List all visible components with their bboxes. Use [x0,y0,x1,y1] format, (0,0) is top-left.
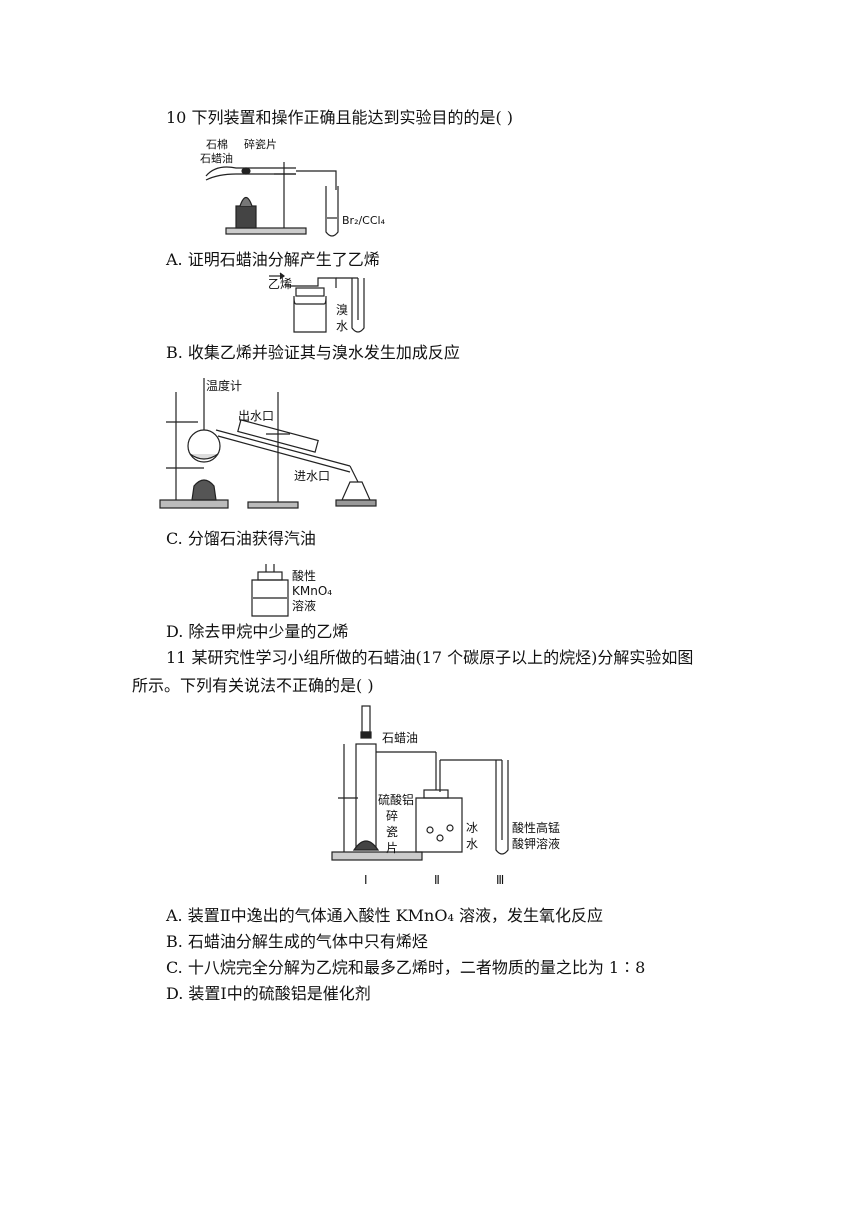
fig-d-label-2: KMnO₄ [292,584,332,598]
fig11-porcelain-label-2: 瓷 [386,825,398,839]
fig11-kmno4-label-2: 酸钾溶液 [512,836,560,851]
figure-a-cracking-apparatus: 石棉 石蜡油 碎瓷片 Br₂/CCl₄ [200,137,386,237]
q10-stem: 10 下列装置和操作正确且能达到实验目的的是( ) [166,108,514,127]
fig-a-paraffin-label: 石蜡油 [200,151,233,165]
fig11-paraffin-label: 石蜡油 [382,731,418,745]
fig11-porcelain-label-1: 碎 [386,808,398,823]
q11-stem-line2: 所示。下列有关说法不正确的是( ) [132,676,374,695]
fig-c-water-in-label: 进水口 [294,469,330,483]
fig-a-reagent-label: Br₂/CCl₄ [342,214,386,227]
fig11-apparatus-label-1: Ⅰ [364,873,368,887]
q10-option-c: C. 分馏石油获得汽油 [166,529,316,548]
q10-option-d: D. 除去甲烷中少量的乙烯 [166,622,349,641]
q11-option-b: B. 石蜡油分解生成的气体中只有烯烃 [166,932,428,951]
fig11-porcelain-label-3: 片 [386,841,398,855]
fig-d-label-3: 溶液 [292,598,316,613]
q11-option-d: D. 装置Ⅰ中的硫酸铝是催化剂 [166,984,371,1003]
fig-c-thermometer-label: 温度计 [206,378,242,393]
figure-b-collection-apparatus: 乙烯 溴 水 [268,272,365,333]
fig-d-label-1: 酸性 [292,568,316,583]
fig-a-asbestos-label: 石棉 [206,137,228,151]
figure-q11-apparatus: 石蜡油 硫酸铝 碎 瓷 片 冰 水 酸性高锰 酸钾溶液 Ⅰ Ⅱ Ⅲ [331,705,560,887]
q10-option-b: B. 收集乙烯并验证其与溴水发生加成反应 [166,343,460,362]
fig11-apparatus-label-3: Ⅲ [496,873,504,887]
fig-b-bromine-label-1: 溴 [336,303,348,317]
fig-a-porcelain-label: 碎瓷片 [244,137,277,151]
q10-option-a: A. 证明石蜡油分解产生了乙烯 [166,250,380,269]
q11-stem-line1: 11 某研究性学习小组所做的石蜡油(17 个碳原子以上的烷烃)分解实验如图 [166,648,694,667]
fig11-al-sulfate-label: 硫酸铝 [378,792,414,807]
fig-b-ethylene-label: 乙烯 [268,277,292,291]
figure-d-wash-bottle: 酸性 KMnO₄ 溶液 [251,564,332,617]
fig11-kmno4-label-1: 酸性高锰 [512,820,560,835]
q11-option-c: C. 十八烷完全分解为乙烷和最多乙烯时，二者物质的量之比为 1∶8 [166,958,646,977]
q11-option-a: A. 装置Ⅱ中逸出的气体通入酸性 KMnO₄ 溶液，发生氧化反应 [166,906,603,925]
figure-c-distillation-apparatus: 温度计 出水口 进水口 [159,378,377,509]
fig11-ice-label-1: 冰 [466,821,478,835]
fig11-apparatus-label-2: Ⅱ [434,873,440,887]
fig-c-water-out-label: 出水口 [238,409,274,423]
fig11-ice-label-2: 水 [466,837,478,851]
fig-b-bromine-label-2: 水 [336,319,348,333]
